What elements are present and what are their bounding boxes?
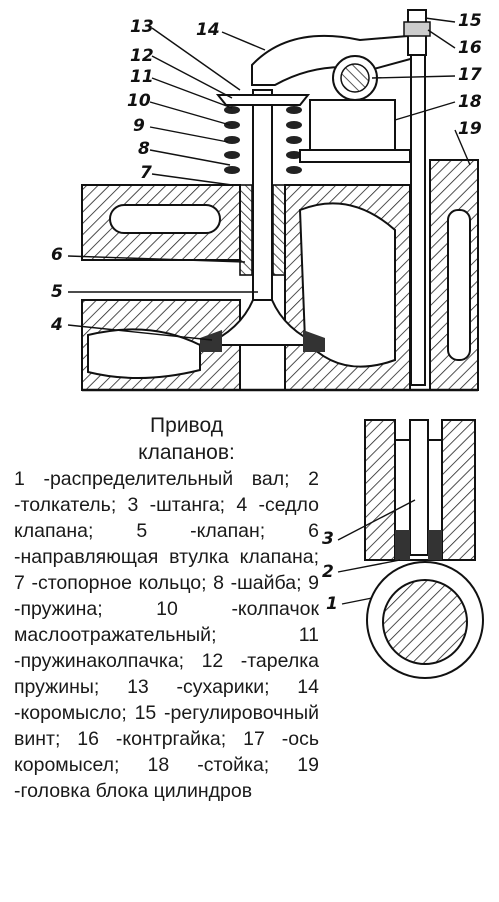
label-3: 3 bbox=[322, 529, 334, 549]
valve-seat bbox=[200, 330, 325, 352]
caption-title: Привод клапанов: bbox=[54, 412, 319, 466]
label-2: 2 bbox=[322, 562, 334, 582]
label-4: 4 bbox=[50, 315, 63, 335]
label-6: 6 bbox=[51, 245, 63, 265]
caption-title-line1: Привод bbox=[150, 414, 223, 437]
tappet-diagram: 3 2 1 bbox=[322, 419, 484, 679]
spring-plate bbox=[215, 94, 311, 106]
adjusting-screw bbox=[403, 9, 431, 56]
label-14: 14 bbox=[196, 20, 220, 40]
label-10: 10 bbox=[127, 91, 151, 111]
caption-title-line2: клапанов: bbox=[138, 441, 235, 464]
diagram-labels: 13 12 11 10 9 8 7 6 5 4 14 15 16 17 18 1… bbox=[50, 11, 482, 341]
caption-legend: 1 -распределительный вал; 2 -толкатель; … bbox=[14, 468, 319, 802]
label-17: 17 bbox=[458, 65, 482, 85]
caption: Привод клапанов: 1 -распределительный ва… bbox=[14, 412, 319, 804]
label-18: 18 bbox=[458, 92, 482, 112]
push-rod bbox=[410, 54, 426, 386]
valve-guide bbox=[239, 184, 286, 276]
label-16: 16 bbox=[458, 38, 482, 58]
label-1: 1 bbox=[326, 594, 338, 614]
label-7: 7 bbox=[140, 163, 152, 183]
label-13: 13 bbox=[130, 17, 154, 37]
label-15: 15 bbox=[458, 11, 482, 31]
label-19: 19 bbox=[458, 119, 482, 139]
label-11: 11 bbox=[130, 67, 154, 87]
rocker-support bbox=[309, 99, 396, 151]
label-8: 8 bbox=[138, 139, 150, 159]
rocker-arm bbox=[251, 33, 427, 101]
cylinder-head bbox=[81, 159, 479, 392]
label-9: 9 bbox=[133, 116, 145, 136]
label-5: 5 bbox=[51, 282, 63, 302]
label-12: 12 bbox=[130, 46, 154, 66]
